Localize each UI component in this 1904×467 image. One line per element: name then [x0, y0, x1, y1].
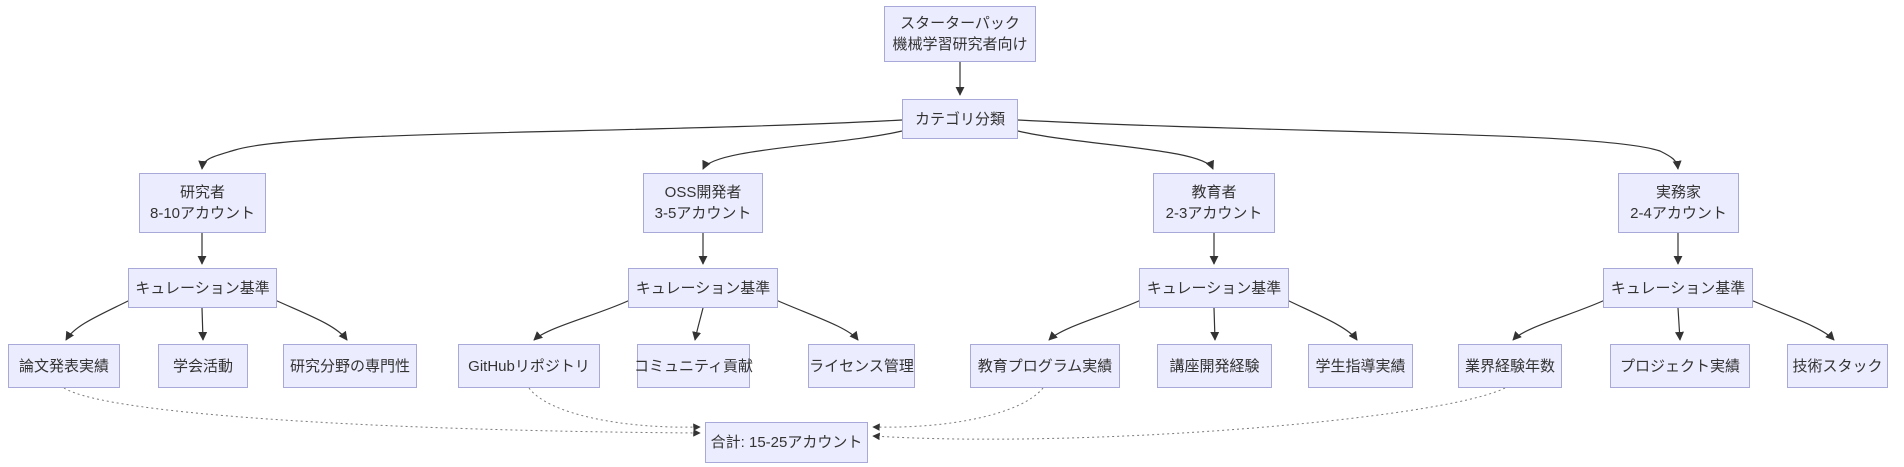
node-label: キュレーション基準: [1610, 279, 1746, 297]
edge-crit-educators-mentoring: [1286, 299, 1358, 341]
edge-crit-practitioners-industry: [1512, 299, 1606, 341]
node-eduprogram: 教育プログラム実績: [970, 344, 1120, 388]
edge-crit-oss-license: [775, 299, 859, 341]
node-crit-researchers: キュレーション基準: [128, 268, 277, 308]
edge-crit-researchers-conferences: [198, 307, 208, 341]
node-projects: プロジェクト実績: [1610, 344, 1750, 388]
node-label: 研究分野の専門性: [289, 357, 410, 375]
node-label: 論文発表実績: [18, 357, 109, 375]
edge-papers-total: [63, 387, 701, 437]
node-label: 業界経験年数: [1464, 357, 1555, 375]
edge-crit-researchers-expertise: [274, 299, 348, 341]
node-techstack: 技術スタック: [1787, 344, 1888, 388]
node-label: キュレーション基準: [135, 279, 270, 297]
node-label: 研究者: [179, 184, 225, 201]
edge-category-practitioners: [1017, 119, 1682, 170]
node-label: 8-10アカウント: [149, 205, 256, 222]
node-industry: 業界経験年数: [1458, 344, 1562, 388]
edge-crit-researchers-papers: [65, 299, 131, 341]
node-total: 合計: 15-25アカウント: [705, 422, 868, 463]
node-label: プロジェクト実績: [1619, 357, 1740, 375]
node-community: コミュニティ貢献: [633, 344, 754, 388]
edge-crit-practitioners-techstack: [1750, 299, 1835, 341]
edge-category-researchers: [198, 119, 903, 170]
node-papers: 論文発表実績: [8, 344, 120, 388]
node-label: 講座開発経験: [1169, 357, 1260, 375]
node-label: OSS開発者: [664, 184, 742, 201]
node-github: GitHubリポジトリ: [458, 344, 600, 388]
edge-eduprogram-total: [872, 387, 1044, 431]
node-educators: 教育者 2-3アカウント: [1153, 173, 1275, 233]
edge-crit-educators-eduprogram: [1048, 299, 1142, 341]
edge-crit-practitioners-projects: [1675, 307, 1684, 341]
node-label: 2-3アカウント: [1165, 205, 1263, 222]
edge-industry-total: [872, 387, 1506, 441]
node-label: キュレーション基準: [1146, 279, 1282, 297]
node-mentoring: 学生指導実績: [1308, 344, 1413, 388]
node-label: GitHubリポジトリ: [468, 357, 590, 375]
node-category: カテゴリ分類: [902, 99, 1018, 139]
node-crit-practitioners: キュレーション基準: [1603, 268, 1753, 308]
edge-crit-oss-github: [533, 299, 631, 341]
node-label: 技術スタック: [1792, 357, 1883, 375]
node-expertise: 研究分野の専門性: [283, 344, 417, 388]
node-course: 講座開発経験: [1157, 344, 1272, 388]
node-researchers: 研究者 8-10アカウント: [139, 173, 266, 233]
edge-crit-oss-community: [692, 307, 704, 341]
edge-category-oss: [702, 130, 903, 170]
node-practitioners: 実務家 2-4アカウント: [1618, 173, 1739, 233]
node-crit-educators: キュレーション基準: [1139, 268, 1289, 308]
node-oss: OSS開発者 3-5アカウント: [643, 173, 763, 233]
node-label: コミュニティ貢献: [633, 357, 754, 375]
node-label: 教育プログラム実績: [977, 357, 1113, 375]
node-start: スターターパック機械学習研究者向け: [884, 6, 1036, 62]
node-license: ライセンス管理: [808, 344, 915, 388]
node-label: 学会活動: [172, 357, 233, 375]
node-label: 2-4アカウント: [1630, 205, 1727, 222]
node-label: 教育者: [1191, 184, 1237, 201]
node-label: 合計: 15-25アカウント: [710, 434, 863, 451]
node-label: 実務家: [1655, 184, 1701, 201]
node-label: キュレーション基準: [635, 279, 771, 297]
node-conferences: 学会活動: [158, 344, 248, 388]
edge-crit-educators-course: [1210, 307, 1220, 341]
node-crit-oss: キュレーション基準: [628, 268, 778, 308]
node-label: 学生指導実績: [1315, 357, 1406, 375]
edge-github-total: [528, 387, 701, 431]
node-label: スターターパック: [900, 15, 1020, 32]
node-label: カテゴリ分類: [914, 110, 1005, 128]
node-label: ライセンス管理: [809, 357, 914, 375]
edge-category-educators: [1017, 130, 1214, 170]
node-label: 機械学習研究者向け: [892, 36, 1028, 53]
node-label: 3-5アカウント: [654, 205, 752, 222]
